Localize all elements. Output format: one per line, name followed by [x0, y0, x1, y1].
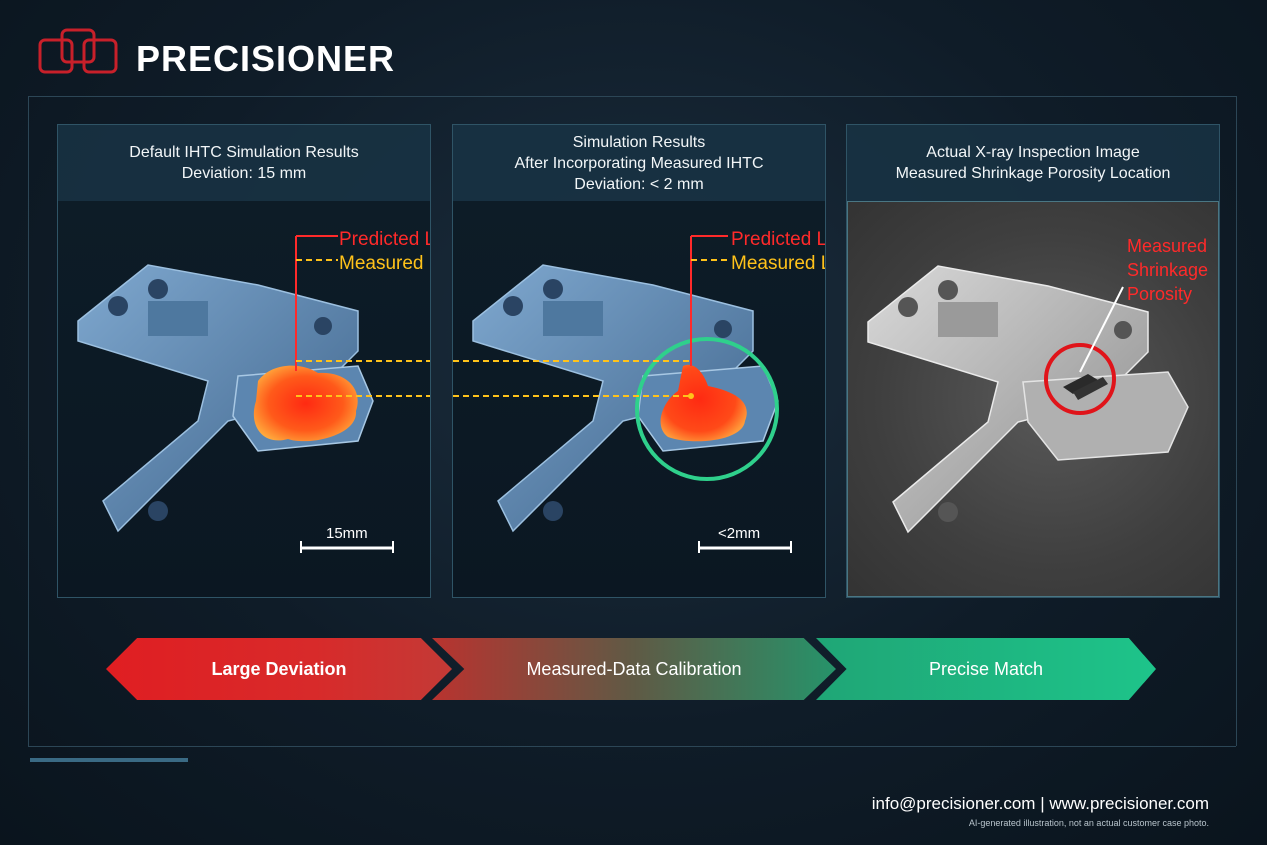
scale-bar-label: <2mm [718, 525, 761, 542]
panel-title-line1: Default IHTC Simulation Results [129, 144, 359, 161]
frame-bottom-line [28, 746, 1236, 747]
arrow-measured-data-calibration: Measured-Data Calibration [432, 638, 836, 700]
predicted-location-label: Predicted Location [731, 229, 825, 250]
footer-contact: info@precisioner.com | www.precisioner.c… [871, 794, 1209, 813]
brand-logo-icon [38, 28, 118, 74]
scale-bar-label: 15mm [326, 525, 368, 542]
porosity-label-line1: Measured [1127, 236, 1208, 256]
arrow-precise-match: Precise Match [816, 638, 1156, 700]
panel-calibrated-simulation: Simulation Results After Incorporating M… [452, 124, 826, 598]
panel-title-line3: Deviation: < 2 mm [574, 175, 704, 193]
panel-title-line2: Deviation: 15 mm [181, 165, 307, 182]
panel-title-line2: After Incorporating Measured IHTC [514, 154, 764, 172]
predicted-location-label: Predicted Location [339, 229, 430, 250]
brand-name: PRECISIONER [136, 38, 396, 79]
panel-title-line2: Measured Shrinkage Porosity Location [895, 165, 1171, 182]
frame-left-line [28, 96, 29, 746]
xray-image: Measured Shrinkage Porosity [847, 201, 1219, 597]
frame-accent-bar [30, 758, 188, 762]
panel-xray-inspection: Actual X-ray Inspection Image Measured S… [846, 124, 1220, 598]
frame-top-line [28, 96, 1236, 97]
measured-location-label: Measured Location [339, 253, 430, 274]
panel-header: Actual X-ray Inspection Image Measured S… [847, 125, 1219, 201]
panel-header: Simulation Results After Incorporating M… [453, 125, 825, 201]
frame-right-line [1236, 96, 1237, 746]
porosity-label-line2: Shrinkage [1127, 260, 1209, 280]
casting-part-illustration [77, 235, 430, 553]
panel-title-line1: Simulation Results [572, 133, 706, 151]
measured-location-label: Measured Location [731, 253, 825, 274]
porosity-label-line3: Porosity [1127, 284, 1193, 304]
footer-disclaimer: AI-generated illustration, not an actual… [968, 818, 1209, 828]
simulation-image: Predicted Location Measured Location <2m… [453, 201, 825, 597]
casting-part-illustration [453, 235, 792, 553]
xray-part-illustration [867, 265, 1189, 534]
panel-title-line1: Actual X-ray Inspection Image [926, 144, 1140, 161]
panel-default-simulation: Default IHTC Simulation Results Deviatio… [57, 124, 431, 598]
panel-header: Default IHTC Simulation Results Deviatio… [58, 125, 430, 201]
arrow-large-deviation: Large Deviation [106, 638, 452, 700]
simulation-image: Predicted Location Measured Location 15m… [58, 201, 430, 597]
